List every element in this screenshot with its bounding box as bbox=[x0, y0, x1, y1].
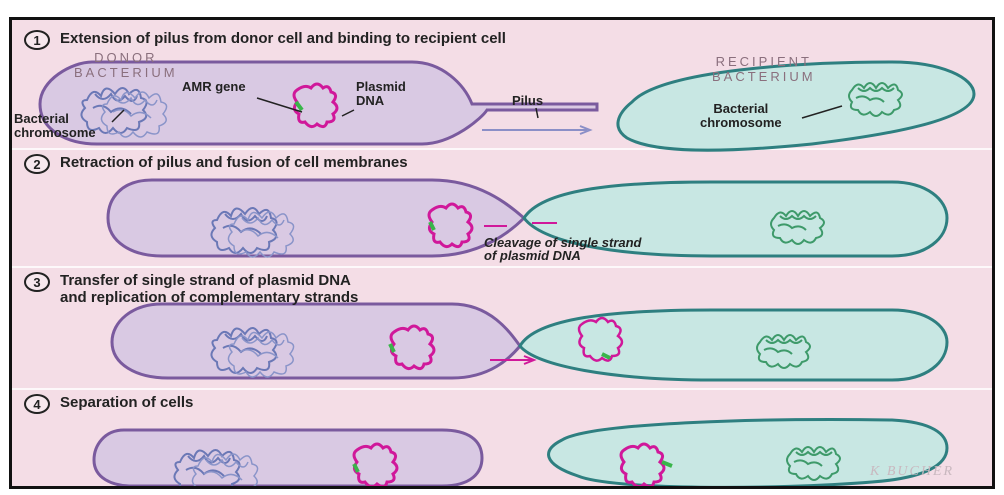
donor-cell-4 bbox=[94, 430, 482, 486]
step-title: Transfer of single strand of plasmid DNA… bbox=[60, 272, 358, 306]
step-title: Extension of pilus from donor cell and b… bbox=[60, 30, 506, 47]
bacterial-chromosome-label: Bacterial chromosome bbox=[14, 112, 96, 140]
artist-signature: K BUCHER bbox=[870, 464, 954, 480]
step-title: Separation of cells bbox=[60, 394, 193, 411]
step-1: 1 Extension of pilus from donor cell and… bbox=[24, 30, 506, 50]
recipient-cell-3 bbox=[520, 310, 947, 380]
figure-frame: 1 Extension of pilus from donor cell and… bbox=[9, 17, 995, 489]
recipient-bacterium-label: RECIPIENT BACTERIUM bbox=[712, 54, 816, 84]
step-2: 2 Retraction of pilus and fusion of cell… bbox=[24, 154, 408, 174]
amr-gene-label: AMR gene bbox=[182, 80, 246, 94]
diagram-stage: 1 Extension of pilus from donor cell and… bbox=[12, 20, 992, 486]
donor-cell-3 bbox=[112, 304, 534, 378]
plasmid-dna-label: Plasmid DNA bbox=[356, 80, 406, 108]
step-number: 3 bbox=[24, 272, 50, 292]
bacterial-chromosome-label-recipient: Bacterial chromosome bbox=[700, 102, 782, 130]
step-4: 4 Separation of cells bbox=[24, 394, 193, 414]
step-number: 1 bbox=[24, 30, 50, 50]
step-3: 3 Transfer of single strand of plasmid D… bbox=[24, 272, 358, 306]
cleavage-label: Cleavage of single strand of plasmid DNA bbox=[484, 236, 642, 262]
step-number: 4 bbox=[24, 394, 50, 414]
donor-cell-2 bbox=[108, 180, 524, 257]
donor-bacterium-label: DONOR BACTERIUM bbox=[74, 50, 178, 80]
step-number: 2 bbox=[24, 154, 50, 174]
step-title: Retraction of pilus and fusion of cell m… bbox=[60, 154, 408, 171]
pilus-label: Pilus bbox=[512, 94, 543, 108]
